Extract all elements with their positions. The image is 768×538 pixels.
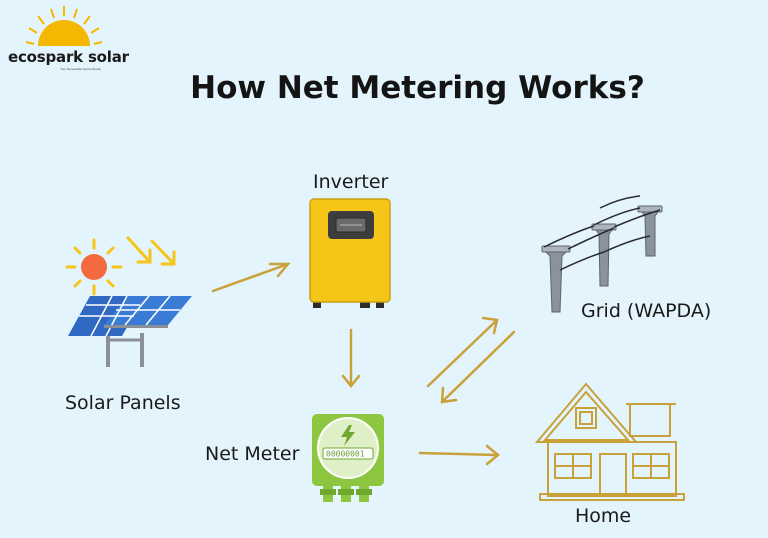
brand-tagline: Your Renewable Future Ready	[60, 67, 101, 71]
sun-icon	[65, 236, 176, 296]
arrow-meter-to-grid	[426, 316, 499, 388]
arrow-solar-to-inverter	[211, 262, 291, 293]
grid-label: Grid (WAPDA)	[581, 300, 712, 322]
logo-sun-icon	[25, 6, 103, 46]
solar-panels-label: Solar Panels	[65, 392, 181, 414]
brand-name: ecospark solar	[8, 48, 129, 66]
solar-panel-icon	[68, 295, 192, 367]
electricity-meter-icon: 00000001	[312, 414, 384, 502]
inverter-icon	[309, 198, 391, 308]
house-icon	[534, 382, 685, 501]
page-title: How Net Metering Works?	[190, 70, 645, 106]
flow-arrows	[211, 262, 516, 466]
home-label: Home	[575, 505, 632, 527]
net-meter-label: Net Meter	[205, 443, 300, 465]
power-pylon-icon	[541, 205, 663, 313]
meter-readout: 00000001	[326, 450, 365, 459]
inverter-label: Inverter	[313, 171, 389, 193]
arrow-grid-to-meter	[440, 330, 516, 404]
arrow-inverter-to-meter	[341, 328, 361, 389]
power-lines	[543, 195, 661, 271]
arrow-meter-to-home	[418, 444, 500, 466]
